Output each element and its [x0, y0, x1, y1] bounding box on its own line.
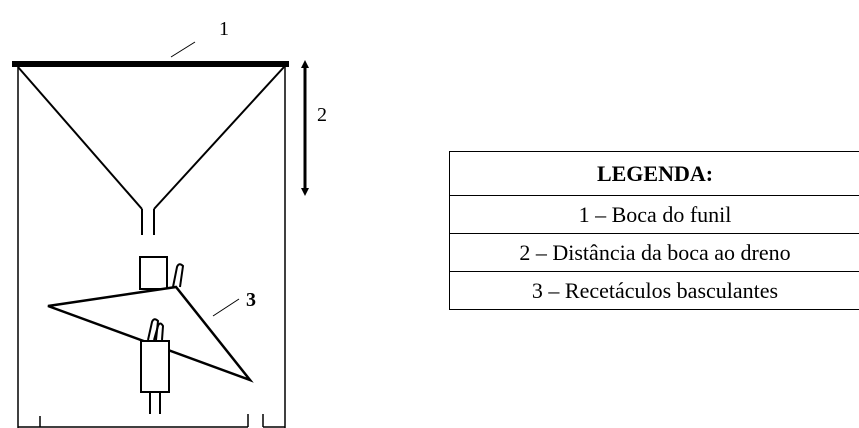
legend-title: LEGENDA:	[449, 151, 859, 196]
funnel-right-side	[153, 66, 285, 210]
legend-row: 3 – Recetáculos basculantes	[449, 271, 859, 310]
lower-bucket-tube-a	[147, 318, 160, 341]
legend-row: 2 – Distância da boca ao dreno	[449, 233, 859, 272]
upper-bucket	[139, 256, 168, 290]
distance-arrow-head-top	[301, 60, 309, 68]
leader-line-1	[170, 41, 196, 58]
lower-bucket-tube-b	[153, 322, 165, 341]
callout-1: 1	[219, 18, 229, 40]
leader-line-3	[212, 298, 240, 317]
lower-bucket	[140, 340, 170, 393]
legend-row: 1 – Boca do funil	[449, 195, 859, 234]
funnel-left-side	[17, 66, 143, 210]
rain-gauge-diagram: 1 2 3	[12, 18, 327, 428]
legend-table: LEGENDA: 1 – Boca do funil 2 – Distância…	[449, 151, 859, 310]
legend-item-1: 1 – Boca do funil	[449, 195, 859, 234]
callout-3: 3	[246, 289, 256, 311]
upper-bucket-tube	[172, 263, 185, 288]
legend-header-row: LEGENDA:	[449, 151, 859, 196]
legend-item-3: 3 – Recetáculos basculantes	[449, 271, 859, 310]
legend-item-2: 2 – Distância da boca ao dreno	[449, 233, 859, 272]
distance-arrow-head-bottom	[301, 188, 309, 196]
callout-2: 2	[317, 104, 327, 126]
